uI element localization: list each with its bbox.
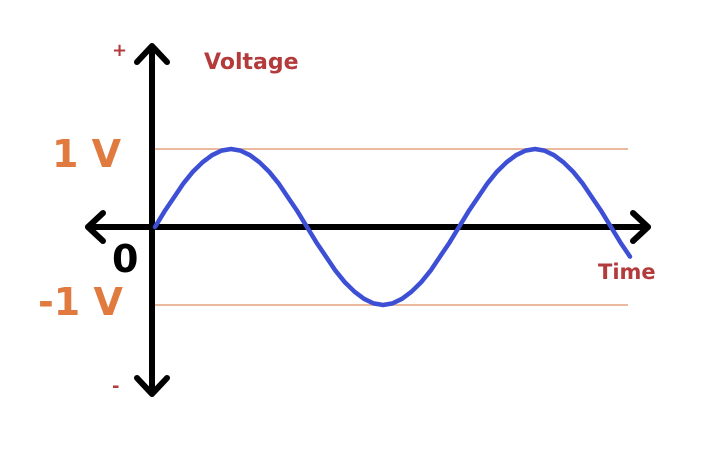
y-axis-plus-sign: +	[112, 40, 127, 61]
origin-label: 0	[112, 237, 138, 281]
x-axis-arrow-right	[630, 210, 651, 244]
y-axis-title: Voltage	[204, 50, 299, 75]
x-axis-title: Time	[598, 260, 656, 284]
sine-wave-series	[152, 146, 633, 308]
y-axis-arrow-up	[134, 43, 170, 65]
level-label-minus-1v: -1 V	[38, 280, 123, 324]
y-axis-arrow-down	[134, 375, 170, 397]
y-axis-minus-sign: -	[112, 376, 119, 397]
y-axis	[134, 43, 170, 397]
x-axis	[85, 210, 651, 244]
level-label-1v: 1 V	[52, 132, 122, 176]
x-axis-arrow-left	[85, 210, 106, 244]
